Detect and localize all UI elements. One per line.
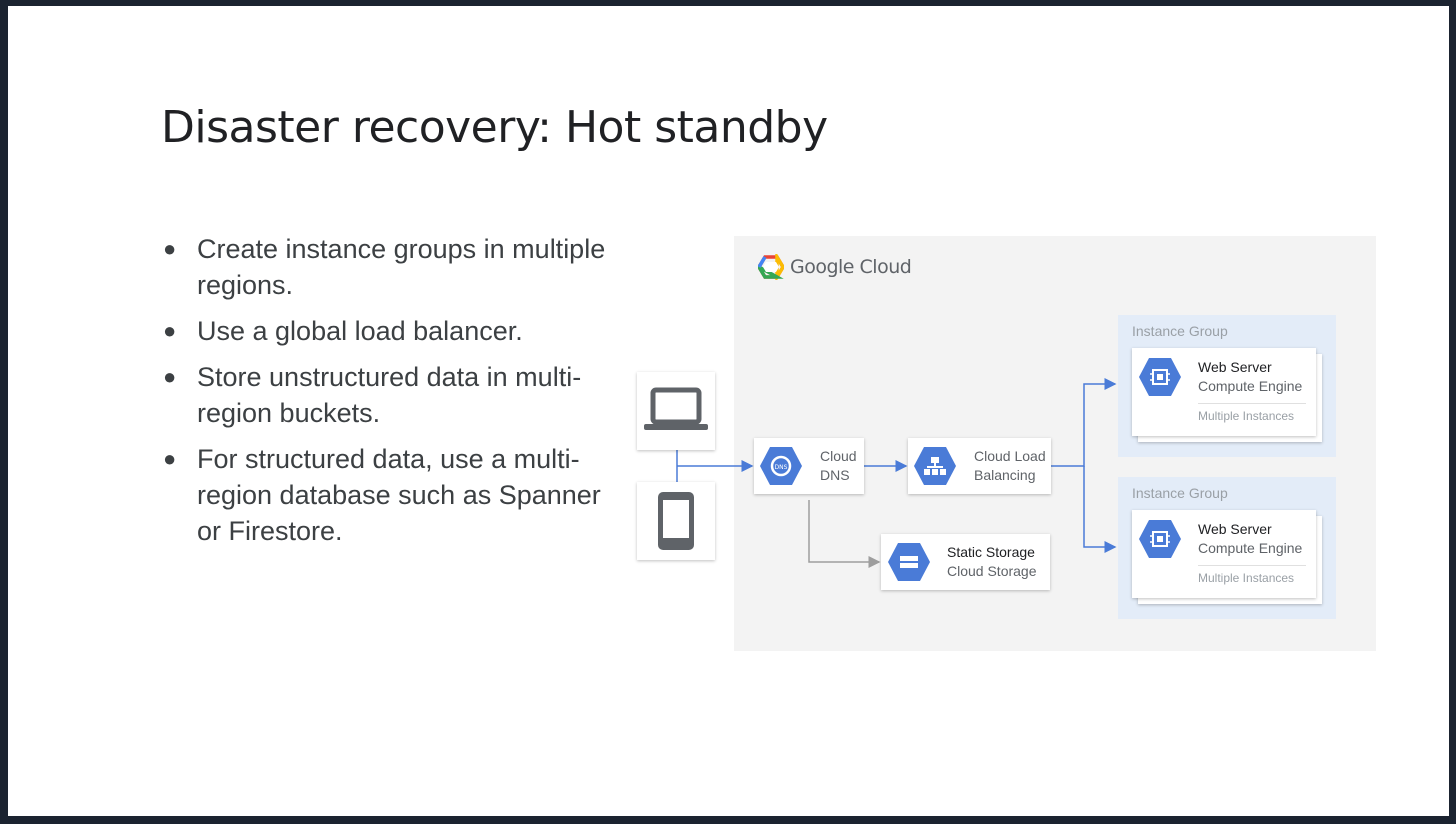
bullet-item: ● For structured data, use a multi-region… xyxy=(161,441,621,549)
static-storage-text: Static Storage Cloud Storage xyxy=(947,543,1037,581)
bullet-dot-icon: ● xyxy=(163,364,177,389)
card-divider xyxy=(1198,403,1306,404)
bullet-item: ● Create instance groups in multiple regi… xyxy=(161,231,621,303)
instance-group-label: Instance Group xyxy=(1132,323,1228,339)
architecture-diagram: Google Cloud Instance Group Web Server C… xyxy=(734,236,1376,651)
web-server-title: Web Server xyxy=(1198,521,1272,537)
cloud-dns-icon: DNS xyxy=(760,447,802,485)
card-divider xyxy=(1198,565,1306,566)
cloud-dns-line2: DNS xyxy=(820,467,850,483)
web-server-text: Web Server Compute Engine xyxy=(1198,520,1302,558)
bullet-item: ● Use a global load balancer. xyxy=(161,313,621,349)
cloud-dns-line1: Cloud xyxy=(820,448,857,464)
bullet-item: ● Store unstructured data in multi-region… xyxy=(161,359,621,431)
web-server-card: Web Server Compute Engine Multiple Insta… xyxy=(1132,510,1316,598)
multiple-instances-label: Multiple Instances xyxy=(1198,571,1295,585)
compute-engine-icon xyxy=(1139,520,1181,558)
web-server-title: Web Server xyxy=(1198,359,1272,375)
web-server-text: Web Server Compute Engine xyxy=(1198,358,1302,396)
bullet-text: Store unstructured data in multi-region … xyxy=(197,362,582,428)
cloud-dns-card: DNS Cloud DNS xyxy=(754,438,864,494)
load-balancing-card: Cloud Load Balancing xyxy=(908,438,1051,494)
svg-text:DNS: DNS xyxy=(775,464,788,471)
web-server-card: Web Server Compute Engine Multiple Insta… xyxy=(1132,348,1316,436)
multiple-instances-label: Multiple Instances xyxy=(1198,409,1295,423)
cloud-storage-icon xyxy=(888,543,930,581)
bullet-dot-icon: ● xyxy=(163,318,177,343)
static-storage-subtitle: Cloud Storage xyxy=(947,563,1037,579)
bullet-text: For structured data, use a multi-region … xyxy=(197,444,601,546)
slide-title: Disaster recovery: Hot standby xyxy=(161,102,828,153)
mobile-client xyxy=(637,482,715,560)
bullet-dot-icon: ● xyxy=(163,236,177,261)
bullet-text: Use a global load balancer. xyxy=(197,316,523,346)
static-storage-card: Static Storage Cloud Storage xyxy=(881,534,1050,590)
instance-group-2: Instance Group Web Server Compute Engine… xyxy=(1118,477,1336,619)
compute-engine-icon xyxy=(1139,358,1181,396)
bullet-list: ● Create instance groups in multiple regi… xyxy=(161,231,621,559)
slide: Disaster recovery: Hot standby ● Create i… xyxy=(8,6,1449,816)
laptop-icon xyxy=(644,387,708,430)
web-server-subtitle: Compute Engine xyxy=(1198,378,1303,394)
bullet-text: Create instance groups in multiple regio… xyxy=(197,234,606,300)
load-balancing-line2: Balancing xyxy=(974,467,1036,483)
google-cloud-hex-icon xyxy=(758,254,784,280)
load-balancing-line1: Cloud Load xyxy=(974,448,1046,464)
laptop-client xyxy=(637,372,715,450)
cloud-dns-text: Cloud DNS xyxy=(820,447,857,485)
instance-group-label: Instance Group xyxy=(1132,485,1228,501)
instance-group-1: Instance Group Web Server Compute Engine… xyxy=(1118,315,1336,457)
load-balancing-icon xyxy=(914,447,956,485)
load-balancing-text: Cloud Load Balancing xyxy=(974,447,1046,485)
mobile-icon xyxy=(658,492,694,550)
static-storage-title: Static Storage xyxy=(947,544,1035,560)
google-cloud-logo: Google Cloud xyxy=(758,252,912,282)
bullet-dot-icon: ● xyxy=(163,446,177,471)
google-cloud-logo-text: Google Cloud xyxy=(790,256,912,278)
web-server-subtitle: Compute Engine xyxy=(1198,540,1303,556)
